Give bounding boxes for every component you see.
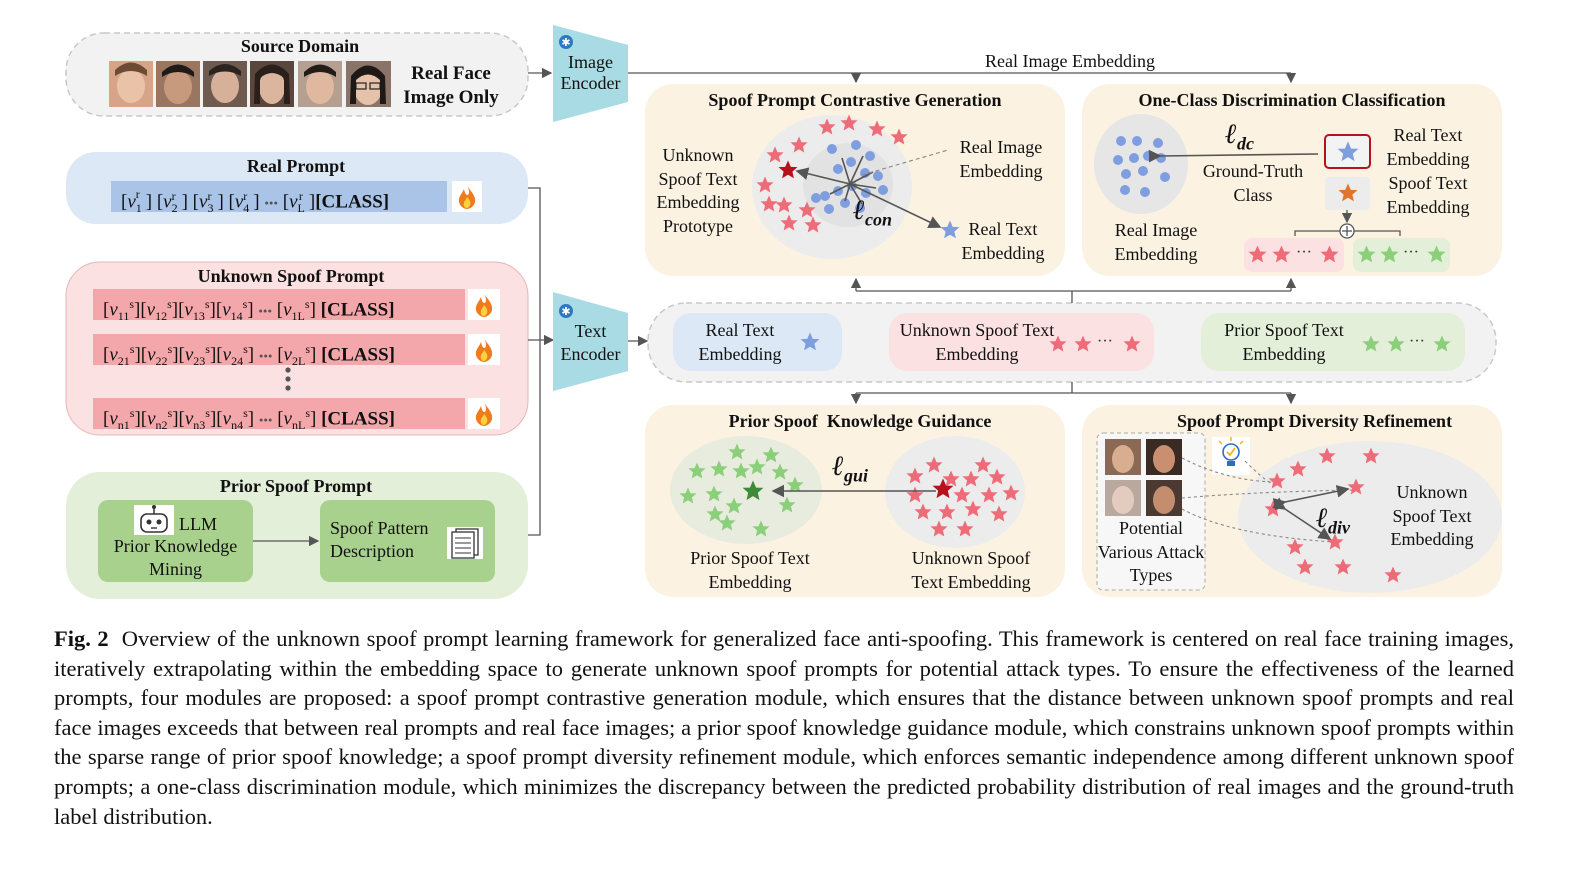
figure-label: Fig. 2 [54, 626, 109, 651]
real-prompt-bar [111, 181, 447, 212]
one-class-real-image-label: Real Image Embedding [1114, 220, 1198, 264]
prior-spoof-prompt-title: Prior Spoof Prompt [219, 476, 373, 496]
real-text-embedding-chip [673, 313, 842, 371]
unknown-spoof-embedding-chip [889, 313, 1154, 371]
real-prompt-tokens: [v1r] [v2r] [v3r] [v4r] ••• [vLr][CLASS] [121, 187, 390, 216]
prior-spoof-embedding-chip [1201, 313, 1465, 371]
loss-con: ℓcon [853, 195, 892, 230]
unknown-spoof-prompt-row-2: [v21s][v22s][v23s][v24s] ••• [v2Ls] [CLA… [103, 342, 395, 369]
prior-spoof-dots: ··· [1409, 333, 1425, 350]
contrastive-real-text-label: Real Text Embedding [961, 219, 1045, 263]
svg-text:✱: ✱ [561, 306, 570, 318]
face-image-1 [109, 61, 153, 107]
llm-label: LLM [179, 514, 217, 534]
frozen-snowflake-icon [559, 35, 573, 49]
real-class-token: [CLASS] [315, 191, 390, 213]
one-class-real-image-cluster [1094, 114, 1188, 214]
one-class-red-dots: ··· [1296, 244, 1312, 261]
lightbulb-icon [1212, 437, 1250, 475]
prototype-label: Unknown Spoof Text Embedding Prototype [656, 145, 740, 236]
real-face-images [109, 61, 391, 107]
real-text-embedding-label: Real Text Embedding [698, 320, 782, 364]
loss-div: ℓdiv [1316, 503, 1350, 538]
unknown-spoof-prompt-row-n: [vn1s][vn2s][vn3s][vn4s] ••• [vnLs] [CLA… [103, 406, 395, 433]
unknown-spoof-embedding-label: Unknown Spoof Text Embedding [899, 320, 1055, 364]
diversity-title: Spoof Prompt Diversity Refinement [1176, 411, 1453, 431]
unknown-spoof-cluster [885, 436, 1025, 548]
spoof-pattern-label: Spoof Pattern Description [330, 518, 429, 561]
llm-description: Prior Knowledge Mining [113, 536, 238, 579]
attack-types-label: Potential Various Attack Types [1097, 518, 1205, 585]
image-encoder-block [553, 25, 628, 122]
contrastive-real-image-label: Real Image Embedding [959, 137, 1043, 181]
source-domain-title: Source Domain [240, 36, 360, 56]
attack-face-images [1105, 439, 1182, 516]
source-domain-note: Real Face Image Only [403, 63, 499, 108]
robot-icon [134, 505, 174, 535]
contrastive-title: Spoof Prompt Contrastive Generation [708, 90, 1002, 110]
svg-text:✱: ✱ [561, 37, 570, 49]
face-image-3 [203, 61, 247, 107]
loss-gui: ℓgui [832, 451, 868, 486]
diversity-unknown-label: Unknown Spoof Text Embedding [1390, 482, 1474, 549]
loss-dc: ℓdc [1225, 119, 1254, 154]
diversity-embedding-space [1238, 441, 1502, 593]
face-image-5 [298, 61, 342, 107]
one-class-title: One-Class Discrimination Classification [1138, 90, 1446, 110]
image-encoder-label: Image Encoder [560, 52, 621, 93]
document-icon [447, 527, 483, 559]
one-class-panel [1082, 84, 1502, 276]
face-image-6 [346, 61, 391, 107]
unknown-spoof-prompt-title: Unknown Spoof Prompt [197, 266, 385, 286]
text-encoder-block [553, 292, 628, 391]
figure-caption: Fig. 2 Overview of the unknown spoof pro… [54, 624, 1514, 831]
ground-truth-label: Ground-Truth Class [1202, 161, 1304, 205]
face-image-4 [250, 61, 294, 107]
guidance-title: Prior Spoof Knowledge Guidance [728, 411, 992, 431]
spoof-pattern-box [320, 500, 495, 582]
guidance-prior-label: Prior Spoof Text Embedding [690, 548, 810, 592]
one-class-green-dots: ··· [1403, 244, 1419, 261]
guidance-unknown-label: Unknown Spoof Text Embedding [911, 548, 1031, 592]
one-class-spoof-text-label: Spoof Text Embedding [1386, 173, 1470, 217]
framework-diagram: ✱ ✱ [65, 25, 1502, 599]
text-encoder-label: Text Encoder [560, 321, 621, 364]
real-prompt-title: Real Prompt [246, 156, 346, 176]
unknown-spoof-dots: ··· [1097, 333, 1113, 350]
face-image-2 [156, 61, 200, 107]
unknown-spoof-prompt-row-1: [v11s][v12s][v13s][v14s] ••• [v1Ls] [CLA… [103, 297, 395, 324]
real-image-embedding-label: Real Image Embedding [985, 51, 1155, 71]
prior-spoof-embedding-label: Prior Spoof Text Embedding [1224, 320, 1344, 364]
caption-text: Overview of the unknown spoof prompt lea… [54, 626, 1514, 829]
one-class-real-text-label: Real Text Embedding [1386, 125, 1470, 169]
token-ellipsis: ••• [264, 195, 279, 211]
